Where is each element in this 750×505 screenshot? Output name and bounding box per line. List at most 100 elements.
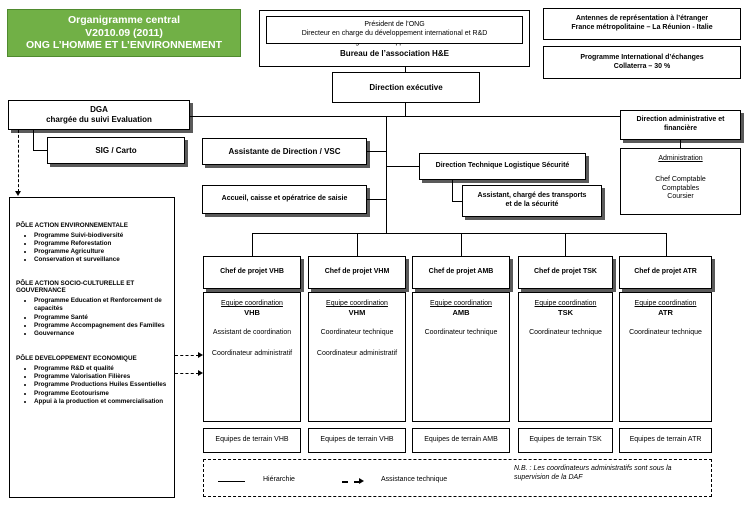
project-code: TSK [558,308,573,317]
project-code: VHB [244,308,260,317]
dga-line-1: DGA [90,105,108,114]
list-item: Programme Education et Renforcement de c… [34,297,170,313]
chef-label: Chef de projet TSK [533,268,597,276]
terrain-amb: Equipes de terrain AMB [412,428,510,453]
list-item: Programme Agriculture [34,248,170,256]
legend-note: N.B. : Les coordinateurs administratifs … [514,465,704,483]
connector-line [33,130,34,150]
connector-line [386,116,387,233]
connector-line [252,233,666,234]
technical-assistance-line [175,355,199,356]
assistante-direction-box: Assistante de Direction / VSC [202,138,367,165]
administration-item-2: Comptables [661,184,700,192]
list-item: Conservation et surveillance [34,256,170,264]
terrain-atr: Equipes de terrain ATR [619,428,712,453]
connector-line [190,116,620,117]
role-label: Coordinateur technique [629,329,702,336]
equipe-label: Equipe coordination [326,300,388,307]
chef-label: Chef de projet VHM [324,268,390,276]
assistant-transport-line-1: Assistant, chargé des transports [477,192,587,200]
connector-line [452,201,462,202]
role-label: Assistant de coordination [212,329,292,336]
dga-line-2: chargée du suivi Evaluation [46,115,152,124]
project-code: VHM [348,308,366,317]
legend-note-line-1: N.B. : Les coordinateurs administratifs … [514,465,672,472]
role-label: Coordinateur administratif [211,349,293,357]
connector-line [452,180,453,201]
chef-projet-vhm: Chef de projet VHM [308,256,406,289]
technical-assistance-line [18,130,19,192]
list-item: Programme Accompagnement des Familles [34,322,170,330]
connector-line [461,233,462,256]
role-label: Coordinateur technique [529,329,602,336]
terrain-label: Equipes de terrain VHB [215,436,289,444]
legend-hierarchy-label: Hiérarchie [263,476,295,483]
chart-title: Organigramme central V2010.09 (2011) ONG… [7,9,241,57]
sig-label: SIG / Carto [95,145,137,155]
pole-title: PÔLE ACTION ENVIRONNEMENTALE [16,222,128,229]
president-label-inner: Président de l’ONG [364,21,425,29]
chef-label: Chef de projet VHB [220,268,284,276]
chef-label: Chef de projet AMB [428,268,494,276]
assistant-transport-line-2: et de la sécurité [505,201,559,208]
title-line-3: ONG L’HOMME ET L’ENVIRONNEMENT [25,39,222,52]
equipe-coordination-vhb: Equipe coordination VHB Assistant de coo… [203,292,301,422]
terrain-vhm: Equipes de terrain VHB [308,428,406,453]
connector-line [666,233,667,256]
direction-executive-box: Direction exécutive [332,72,480,103]
equipe-coordination-tsk: Equipe coordination TSK Coordinateur tec… [518,292,613,422]
pole-socio-culturelle: PÔLE ACTION SOCIO-CULTURELLE ET GOUVERNA… [16,280,170,339]
technical-assistance-line [175,373,199,374]
connector-line [405,67,406,72]
equipe-coordination-vhm: Equipe coordination VHM Coordinateur tec… [308,292,406,422]
list-item: Gouvernance [34,330,170,338]
programme-intl-box: Programme International d’échanges Colla… [543,46,741,79]
equipe-label: Equipe coordination [221,300,283,307]
pole-title: PÔLE DEVELOPPEMENT ECONOMIQUE [16,355,137,363]
chef-projet-vhb: Chef de projet VHB [203,256,301,289]
dtls-box: Direction Technique Logistique Sécurité [419,153,586,180]
role-label: Coordinateur technique [320,329,394,336]
terrain-label: Equipes de terrain VHB [320,436,394,444]
arrow-right-icon [198,370,203,376]
accueil-box: Accueil, caisse et opératrice de saisie [202,185,367,214]
legend-technical-line [342,481,360,483]
director-dev-label-inner: Directeur en charge du développement int… [301,30,488,37]
poles-panel: PÔLE ACTION ENVIRONNEMENTALE Programme S… [9,197,175,498]
list-item: Programme Productions Huiles Essentielle… [34,381,170,389]
list-item: Programme Ecotourisme [34,390,170,398]
connector-line [405,103,406,116]
administration-item-1: Chef Comptable [655,175,706,183]
arrow-right-icon [359,478,364,484]
role-label: Coordinateur administratif [316,349,398,357]
antennes-line-1: Antennes de représentation à l’étranger [575,15,709,23]
terrain-label: Equipes de terrain TSK [529,436,602,444]
connector-line [252,233,253,256]
pole-economique: PÔLE DEVELOPPEMENT ECONOMIQUE Programme … [16,355,170,406]
chef-projet-tsk: Chef de projet TSK [518,256,613,289]
connector-line [367,151,386,152]
daf-line-1: Direction administrative et [636,116,725,124]
legend-note-line-2: supervision de la DAF [514,473,583,481]
connector-line [680,140,681,148]
programme-intl-line-1: Programme International d’échanges [580,53,704,61]
assistant-transport-box: Assistant, chargé des transports et de l… [462,185,602,217]
terrain-vhb: Equipes de terrain VHB [203,428,301,453]
list-item: Programme R&D et qualité [34,365,170,373]
title-line-1: Organigramme central [67,14,181,27]
bureau-inner-box: Président de l’ONG Directeur en charge d… [266,16,523,44]
pole-title: PÔLE ACTION SOCIO-CULTURELLE ET GOUVERNA… [16,279,135,295]
connector-line [357,233,358,256]
accueil-label: Accueil, caisse et opératrice de saisie [221,195,348,203]
list-item: Appui à la production et commercialisati… [34,398,170,406]
antennes-line-2: France métropolitaine – La Réunion - Ita… [571,24,713,31]
dga-box: DGA chargée du suivi Evaluation [8,100,190,130]
programme-intl-line-2: Collaterra – 30 % [613,62,671,70]
administration-title: Administration [658,155,703,162]
legend-box [203,459,712,497]
title-line-2: V2010.09 (2011) [85,26,163,39]
bureau-label: Bureau de l’association H&E [340,49,449,58]
assistante-direction-label: Assistante de Direction / VSC [228,146,341,156]
connector-line [367,199,386,200]
list-item: Programme Suivi-biodiversité [34,232,170,240]
